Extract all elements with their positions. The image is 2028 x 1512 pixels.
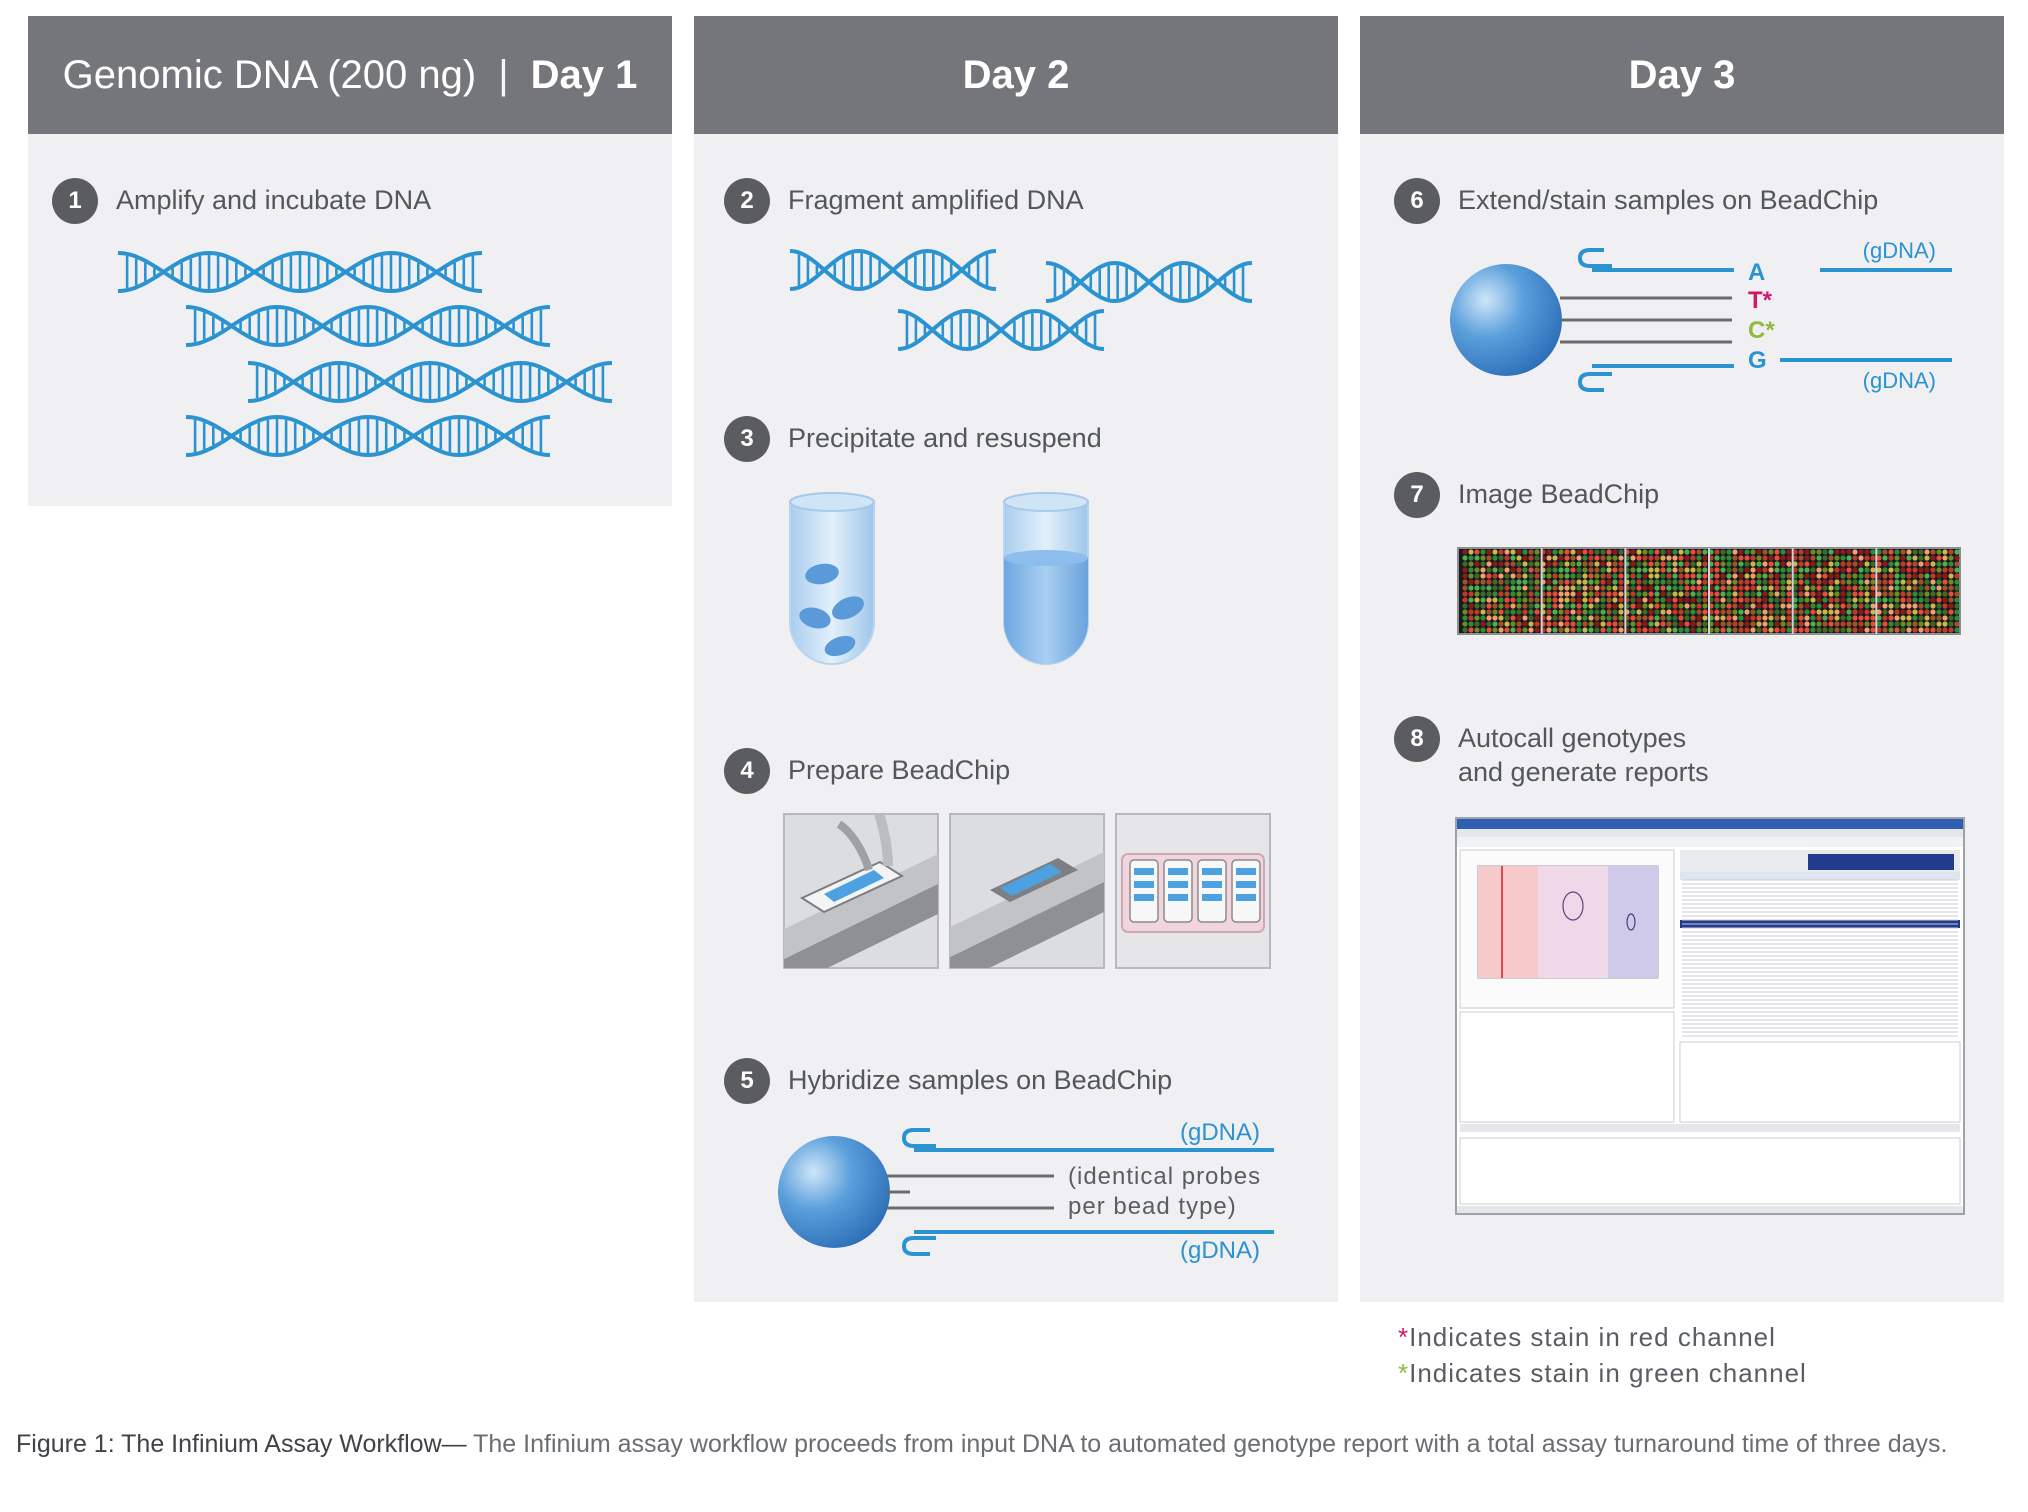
hybridize-note-line1: (identical probes — [1068, 1163, 1261, 1190]
legend-red-channel: *Indicates stain in red channel — [1398, 1322, 1776, 1353]
hybridize-gdna-top-label: (gDNA) — [1180, 1119, 1260, 1146]
step-8-label-line1: Autocall genotypes — [1458, 723, 1687, 753]
step-3-number: 3 — [724, 416, 770, 462]
step-6: 6 Extend/stain samples on BeadChip — [1394, 178, 1878, 224]
dna-fragment-2 — [1045, 260, 1253, 304]
dna-helix-1 — [117, 250, 483, 294]
step-2-label: Fragment amplified DNA — [788, 185, 1084, 215]
beadchip-preparation-illustration — [783, 813, 1271, 969]
extend-base-t: T* — [1748, 287, 1773, 314]
extend-base-g: G — [1748, 347, 1767, 374]
step-1-label: Amplify and incubate DNA — [116, 185, 432, 215]
bead-icon — [1450, 264, 1562, 376]
extend-gdna-top-label: (gDNA) — [1863, 238, 1936, 263]
figure-caption-title: Figure 1: The Infinium Assay Workflow— — [16, 1430, 467, 1458]
day1-header-title: Genomic DNA (200 ng) — [62, 52, 477, 97]
day1-header-day: Day 1 — [530, 52, 638, 97]
step-5-label: Hybridize samples on BeadChip — [788, 1065, 1173, 1095]
legend-green-marker: * — [1398, 1358, 1410, 1388]
step-6-label: Extend/stain samples on BeadChip — [1458, 185, 1879, 215]
tube-with-precipitate-icon — [789, 492, 875, 665]
figure-caption: Figure 1: The Infinium Assay Workflow— T… — [16, 1424, 2016, 1464]
step-5: 5 Hybridize samples on BeadChip — [724, 1058, 1172, 1104]
genotyping-software-screenshot — [1455, 817, 1965, 1215]
tubes-illustration — [789, 492, 1089, 665]
hybridize-probe-lines — [886, 1174, 1054, 1210]
legend-green-channel: *Indicates stain in green channel — [1398, 1358, 1807, 1389]
figure-caption-text: The Infinium assay workflow proceeds fro… — [466, 1430, 1948, 1458]
extend-probe-lines — [1560, 296, 1732, 344]
day2-header-day: Day 2 — [962, 52, 1070, 97]
day3-header-day: Day 3 — [1628, 52, 1736, 97]
step-2: 2 Fragment amplified DNA — [724, 178, 1084, 224]
dna-helix-3 — [247, 360, 613, 404]
step-8: 8 Autocall genotypes and generate report… — [1394, 716, 1709, 789]
step-3-label: Precipitate and resuspend — [788, 423, 1102, 453]
step-4-label: Prepare BeadChip — [788, 755, 1011, 785]
day3-header: Day 3 — [1360, 16, 2004, 134]
extend-base-c: C* — [1748, 317, 1775, 344]
extend-gdna-bottom-label: (gDNA) — [1863, 368, 1936, 393]
hybridize-note-line2: per bead type) — [1068, 1193, 1237, 1220]
hybridize-gdna-strands — [901, 1128, 1274, 1256]
extend-gdna-strands — [1577, 248, 1952, 392]
step-5-number: 5 — [724, 1058, 770, 1104]
step-3: 3 Precipitate and resuspend — [724, 416, 1102, 462]
extend-base-a: A — [1748, 259, 1765, 286]
step-1: 1 Amplify and incubate DNA — [52, 178, 431, 224]
step-8-label-line2: and generate reports — [1458, 757, 1709, 787]
legend-green-text: Indicates stain in green channel — [1409, 1358, 1807, 1388]
bead-icon — [778, 1136, 890, 1248]
dna-helix-4 — [185, 414, 551, 458]
step-7-label: Image BeadChip — [1458, 479, 1660, 509]
day2-column: Day 2 — [694, 16, 1338, 1302]
beadchip-chamber-panel — [1115, 813, 1271, 969]
tube-resuspended-icon — [1003, 492, 1089, 665]
hybridize-gdna-bottom-label: (gDNA) — [1180, 1237, 1260, 1264]
step-7: 7 Image BeadChip — [1394, 472, 1659, 518]
legend-red-text: Indicates stain in red channel — [1409, 1322, 1776, 1352]
step-1-number: 1 — [52, 178, 98, 224]
step-8-number: 8 — [1394, 716, 1440, 762]
day1-header: Genomic DNA (200 ng) | Day 1 — [28, 16, 672, 134]
step-2-number: 2 — [724, 178, 770, 224]
beadchip-in-holder-panel — [949, 813, 1105, 969]
step-7-number: 7 — [1394, 472, 1440, 518]
step-4: 4 Prepare BeadChip — [724, 748, 1010, 794]
step-8-label: Autocall genotypes and generate reports — [1458, 716, 1709, 789]
day1-header-separator: | — [498, 52, 509, 97]
dna-helix-2 — [185, 304, 551, 348]
day2-header: Day 2 — [694, 16, 1338, 134]
step-6-number: 6 — [1394, 178, 1440, 224]
legend-red-marker: * — [1398, 1322, 1410, 1352]
beadchip-handling-panel — [783, 813, 939, 969]
beadchip-image-strip — [1457, 547, 1961, 635]
dna-fragment-1 — [789, 248, 997, 292]
dna-fragment-3 — [897, 308, 1105, 352]
step-4-number: 4 — [724, 748, 770, 794]
